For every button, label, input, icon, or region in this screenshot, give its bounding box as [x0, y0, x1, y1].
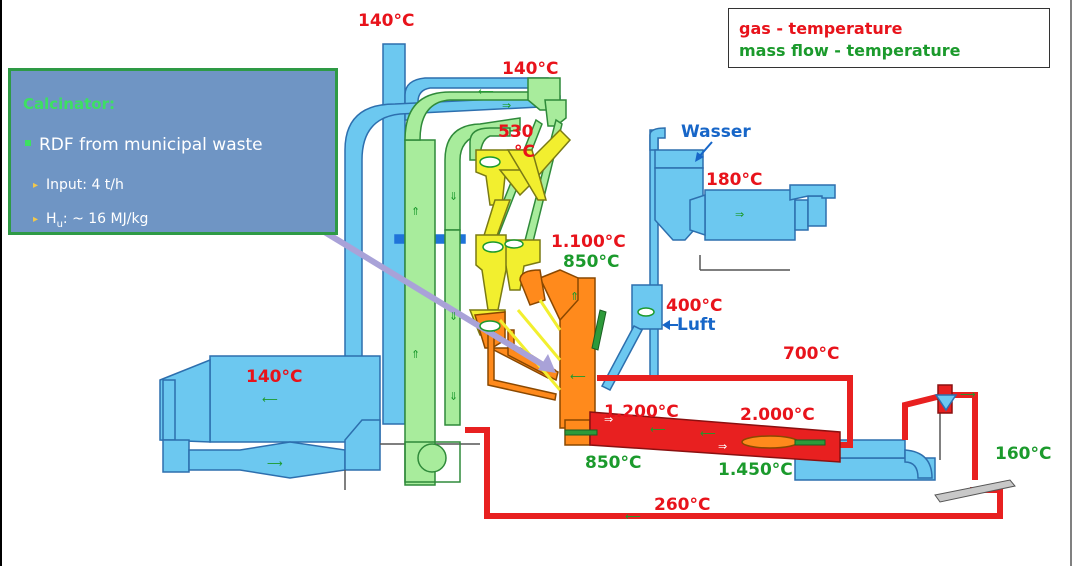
svg-text:⇑: ⇑	[411, 205, 420, 218]
blue-duct-system	[159, 43, 936, 481]
svg-text:⇒: ⇒	[502, 99, 511, 112]
temp-2000: 2.000°C	[740, 405, 815, 425]
calcinator-bullet-text: RDF from municipal waste	[39, 135, 263, 155]
svg-text:⇑: ⇑	[411, 348, 420, 361]
legend-gas-label: gas - temperature	[739, 19, 903, 38]
calcinator-input-text: Input: 4 t/h	[46, 177, 124, 193]
svg-text:⟵: ⟵	[262, 393, 278, 406]
flow-arrows: ⟵ ⟶ ⟵ ⇒ ⇑ ⇑ ⇓ ⇓ ⇓ ⇒ ⇑ ⟵ ⟵ ⟵ ⟵ ⇒ ⇒ ⟶	[262, 85, 976, 523]
svg-text:⟵: ⟵	[570, 370, 586, 383]
svg-text:⇓: ⇓	[449, 390, 458, 403]
calcinator-bullet: RDF from municipal waste	[25, 135, 263, 155]
temp-260: 260°C	[654, 495, 711, 515]
purple-arrow	[316, 225, 556, 373]
calcinator-box: Calcinator: RDF from municipal waste ▸ In…	[8, 68, 338, 235]
exhaust-stack	[382, 43, 406, 425]
temp-1200: 1.200°C	[604, 402, 679, 422]
temp-filter: 140°C	[246, 367, 303, 387]
label-luft: Luft	[677, 315, 716, 335]
svg-text:⟶: ⟶	[960, 388, 976, 401]
temp-cyclone-top: 140°C	[502, 59, 559, 79]
bullet-arrow-icon: ▸	[33, 180, 39, 191]
swirl-markers	[479, 156, 655, 332]
svg-text:⟵: ⟵	[650, 423, 666, 436]
legend-mass-label: mass flow - temperature	[739, 41, 961, 60]
svg-text:⟵: ⟵	[478, 85, 494, 98]
svg-text:⇒: ⇒	[604, 413, 613, 426]
bullet-square-icon	[25, 140, 31, 146]
svg-text:⟵: ⟵	[625, 510, 641, 523]
temp-850-bottom: 850°C	[585, 453, 642, 473]
calcinator-title: Calcinator:	[23, 95, 115, 113]
label-wasser: Wasser	[681, 122, 751, 142]
feed-bars	[564, 309, 826, 446]
temp-180: 180°C	[706, 170, 763, 190]
svg-text:⇓: ⇓	[449, 310, 458, 323]
svg-text:⇓: ⇓	[449, 190, 458, 203]
temp-850-top: 850°C	[563, 252, 620, 272]
calcinator-input: ▸ Input: 4 t/h	[33, 177, 124, 193]
temp-530-a: 530	[498, 122, 534, 142]
temp-160: 160°C	[995, 444, 1052, 464]
svg-text:⇑: ⇑	[570, 290, 579, 303]
svg-text:⟶: ⟶	[267, 457, 283, 470]
calcinator-hu: ▸ Hu: ~ 16 MJ/kg	[33, 211, 148, 230]
temp-700: 700°C	[783, 344, 840, 364]
svg-text:⇒: ⇒	[735, 208, 744, 221]
hu-prefix: H	[46, 211, 57, 227]
svg-text:⟵: ⟵	[700, 427, 716, 440]
grey-chute	[934, 479, 1016, 503]
temp-1450: 1.450°C	[718, 460, 793, 480]
temp-1100: 1.100°C	[551, 232, 626, 252]
temp-530-b: °C	[514, 142, 535, 162]
temp-stack-top: 140°C	[358, 11, 415, 31]
legend-box: gas - temperature mass flow - temperatur…	[728, 8, 1050, 68]
svg-text:⇒: ⇒	[718, 440, 727, 453]
hu-sub: u	[56, 218, 63, 230]
hu-value: : ~ 16 MJ/kg	[62, 211, 149, 227]
bullet-arrow-icon: ▸	[33, 214, 39, 225]
temp-400: 400°C	[666, 296, 723, 316]
